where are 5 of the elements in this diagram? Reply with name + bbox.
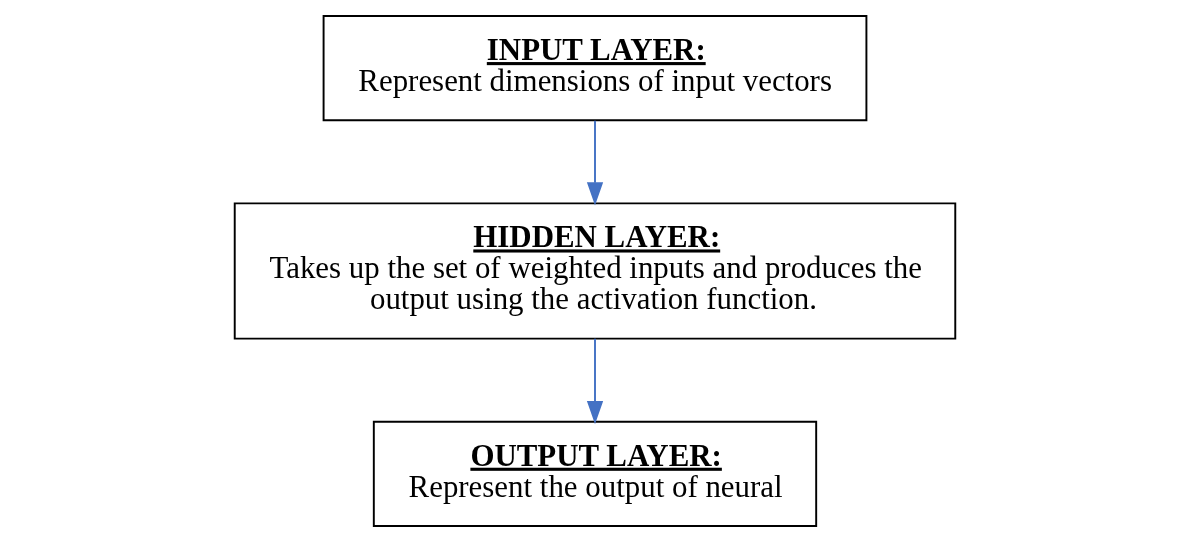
node-box: INPUT LAYER: Represent dimensions of input vectors <box>322 15 867 122</box>
node-box: HIDDEN LAYER: Takes up the set of weighted inputs and produces the output using the activation function. <box>233 202 956 340</box>
node-box: OUTPUT LAYER: Represent the output of neural <box>372 420 817 527</box>
arrow <box>586 119 603 206</box>
arrow <box>586 337 603 425</box>
